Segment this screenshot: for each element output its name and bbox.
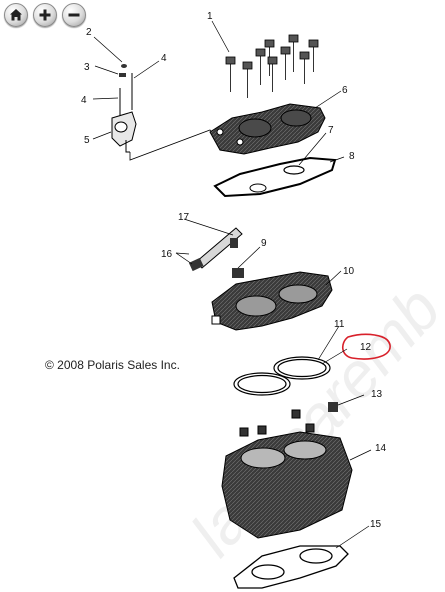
callout-12: 12 bbox=[360, 342, 372, 353]
part-5-thermostat-housing[interactable] bbox=[111, 111, 137, 153]
part-11-gaskets[interactable] bbox=[233, 356, 331, 396]
part-4-studs[interactable] bbox=[119, 73, 133, 116]
part-3-nut[interactable] bbox=[119, 73, 126, 77]
callout-17: 17 bbox=[178, 212, 190, 223]
callout-8: 8 bbox=[349, 151, 355, 162]
callout-4b: 4 bbox=[161, 53, 167, 64]
part-15-base-gasket[interactable] bbox=[233, 545, 349, 589]
callout-11: 11 bbox=[334, 319, 345, 330]
home-button[interactable] bbox=[4, 3, 28, 27]
part-6-head-cover[interactable] bbox=[209, 103, 326, 155]
callout-2: 2 bbox=[86, 27, 92, 38]
callout-10: 10 bbox=[343, 266, 355, 277]
callout-16: 16 bbox=[161, 249, 173, 260]
callout-7: 7 bbox=[328, 125, 334, 136]
zoom-in-button[interactable] bbox=[33, 3, 57, 27]
callout-6: 6 bbox=[342, 85, 348, 96]
zoom-toolbar bbox=[4, 3, 86, 27]
part-9-fitting[interactable] bbox=[232, 268, 244, 278]
part-14-cylinder-block[interactable] bbox=[221, 409, 353, 539]
callout-9: 9 bbox=[261, 238, 267, 249]
callout-labels: 1 2 3 4 4 5 6 7 8 9 10 11 12 13 14 15 16… bbox=[81, 11, 387, 530]
callout-5: 5 bbox=[84, 135, 90, 146]
part-16-clamp[interactable] bbox=[188, 257, 204, 272]
callout-1: 1 bbox=[207, 11, 213, 22]
part-1-head-bolts[interactable] bbox=[225, 34, 319, 98]
callout-14: 14 bbox=[375, 443, 387, 454]
callout-15: 15 bbox=[370, 519, 382, 530]
part-7-o-ring[interactable] bbox=[283, 165, 305, 175]
minus-icon bbox=[68, 13, 80, 17]
plus-icon bbox=[39, 9, 51, 21]
copyright-text: © 2008 Polaris Sales Inc. bbox=[45, 358, 180, 372]
callout-3: 3 bbox=[84, 62, 90, 73]
callout-4a: 4 bbox=[81, 95, 87, 106]
part-2-washer[interactable] bbox=[121, 64, 127, 68]
part-8-head-gasket-seal[interactable] bbox=[213, 156, 337, 198]
leader-housing-to-head bbox=[129, 129, 213, 161]
part-12-highlight-circle[interactable] bbox=[342, 333, 391, 360]
part-13-nut[interactable] bbox=[328, 402, 338, 412]
zoom-out-button[interactable] bbox=[62, 3, 86, 27]
part-fitting-small bbox=[230, 238, 238, 248]
callout-13: 13 bbox=[371, 389, 383, 400]
home-icon bbox=[10, 9, 22, 21]
leader-lines bbox=[92, 20, 372, 549]
part-10-cylinder-head[interactable] bbox=[211, 271, 333, 331]
